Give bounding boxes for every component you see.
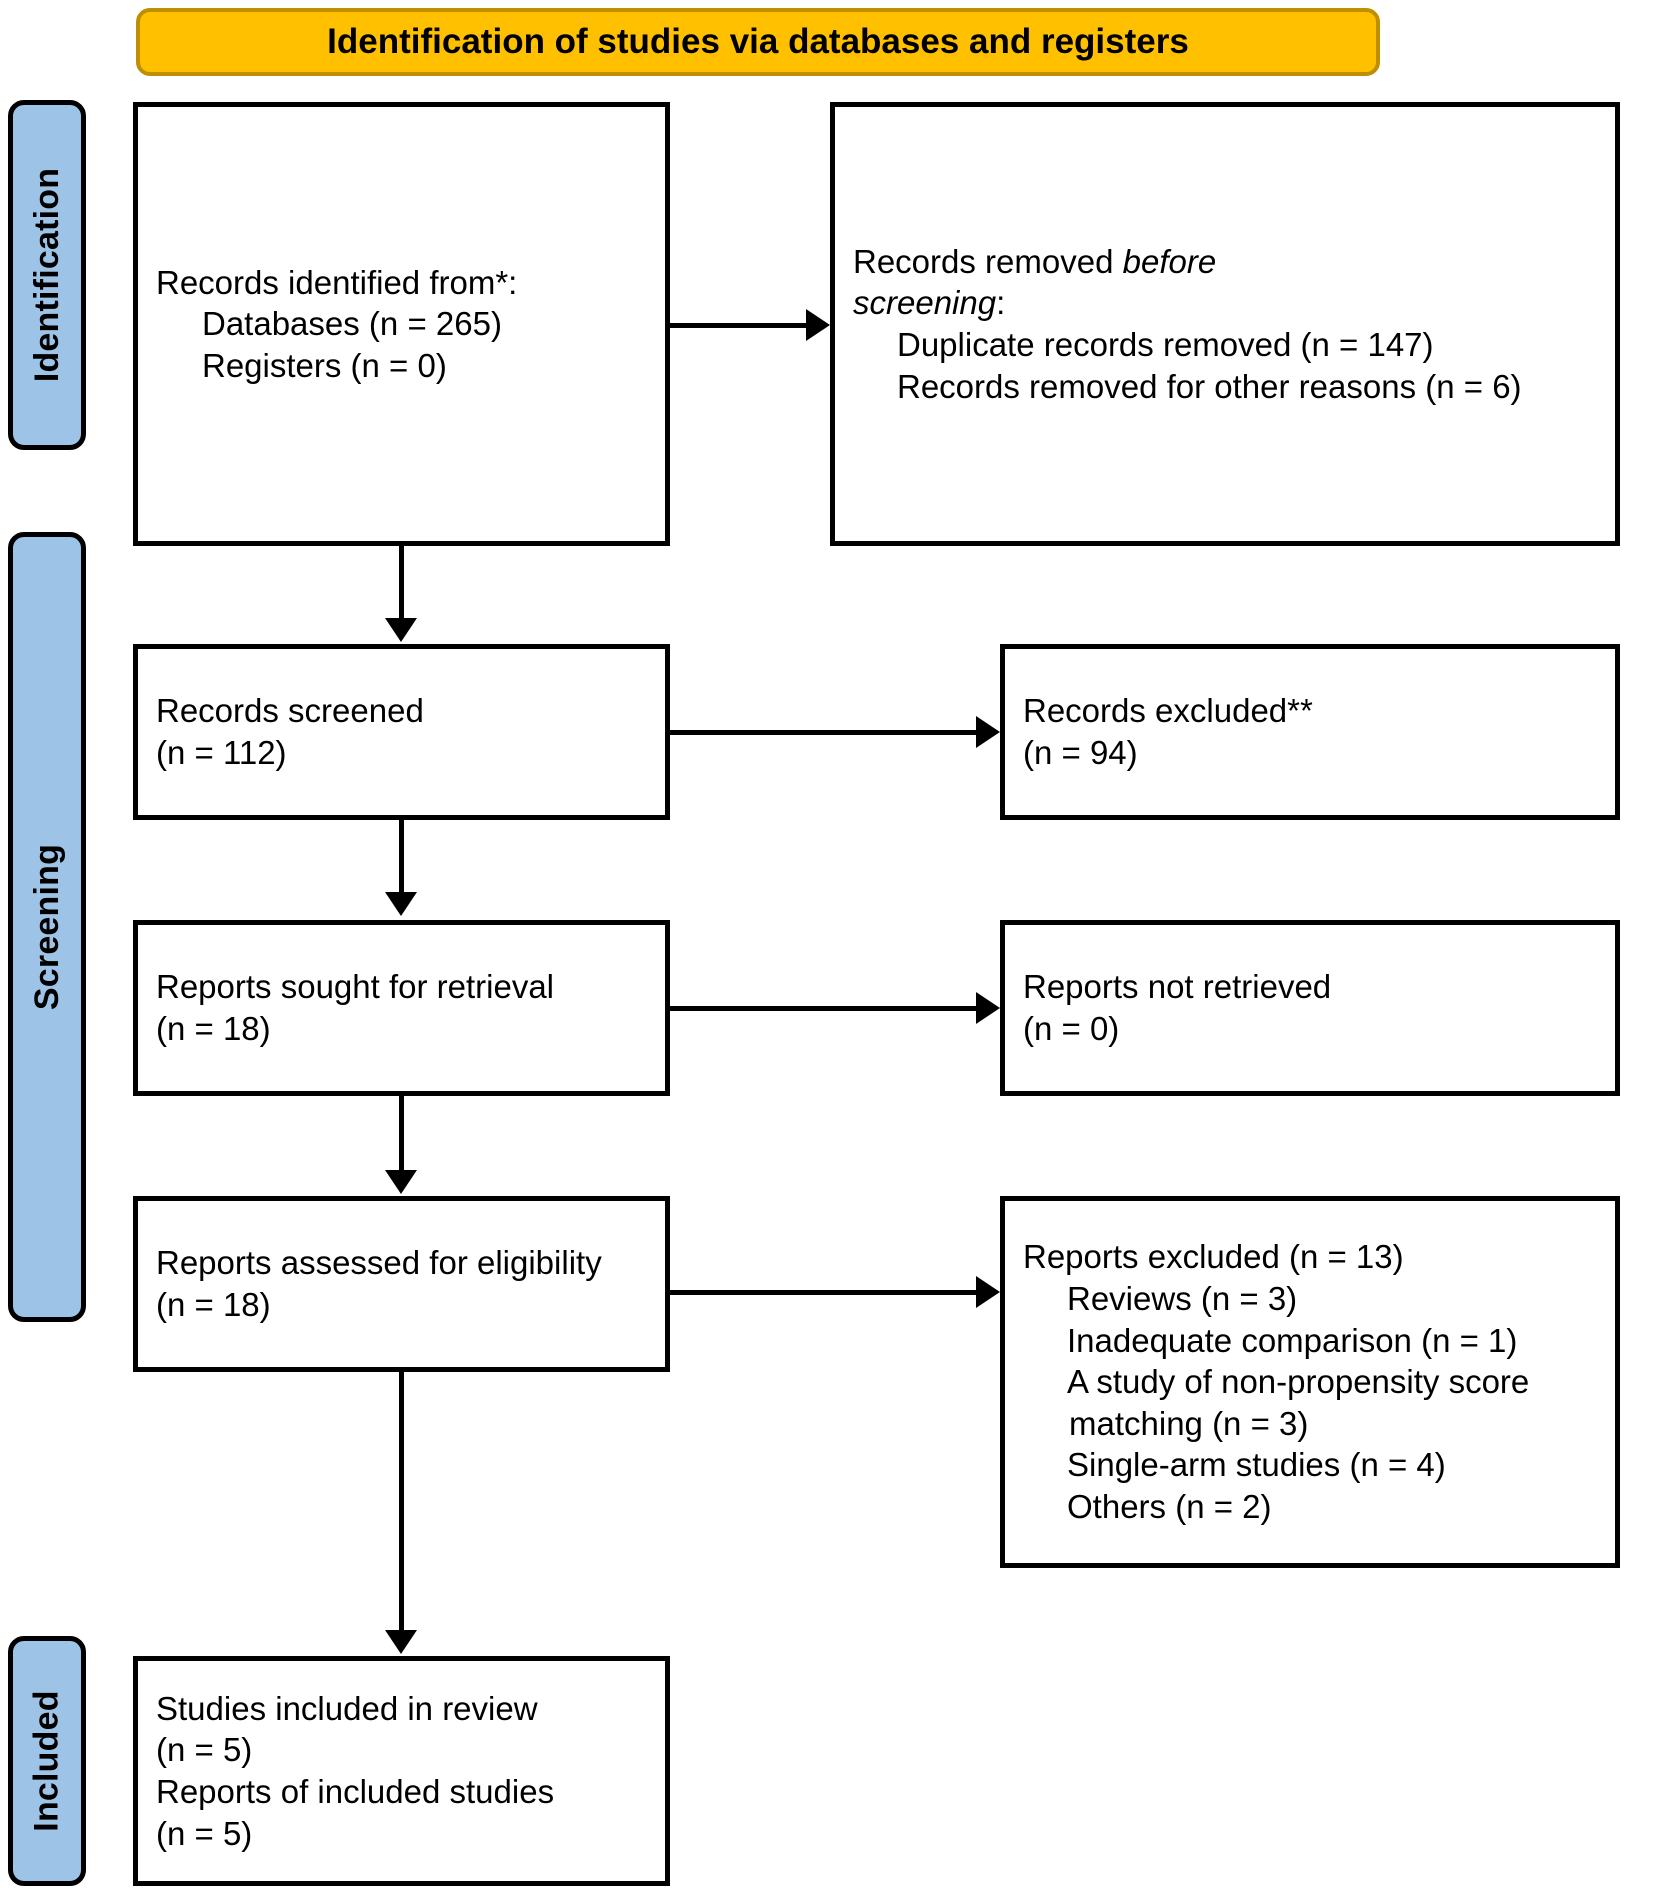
box-line: (n = 94) [1023,734,1138,771]
box-line: Records removed for other reasons (n = 6… [897,367,1522,405]
connector-sought-to-not-retrieved [670,1006,986,1011]
box-line: A study of non-propensity score matching… [1067,1363,1539,1442]
phase-bar-identification: Identification [8,100,86,450]
box-line: (n = 5) [156,1731,253,1769]
box-line: Registers (n = 0) [202,346,447,384]
box-line: (n = 112) [156,734,287,771]
box-line: Records screened [156,692,424,730]
box-line: Inadequate comparison (n = 1) [1067,1321,1518,1359]
box-line: Reports assessed for eligibility [156,1244,602,1282]
connector-assessed-to-excluded [670,1290,986,1295]
phase-label-screening: Screening [28,843,67,1011]
box-line: screening: [853,284,1006,322]
box-line: (n = 18) [156,1286,271,1323]
phase-label-identification: Identification [28,167,67,383]
box-line: Duplicate records removed (n = 147) [897,326,1434,363]
phase-bar-screening: Screening [8,532,86,1322]
box-line: Records identified from*: [156,263,518,301]
connector-screened-to-sought [399,820,404,896]
box-line: Reviews (n = 3) [1067,1280,1298,1318]
box-line: Reports of included studies [156,1773,555,1810]
section-header-identification: Identification of studies via databases … [136,8,1380,76]
box-reports-sought-for-retrieval: Reports sought for retrieval (n = 18) [133,920,670,1096]
arrowhead-assessed-to-included [385,1630,417,1654]
box-reports-not-retrieved: Reports not retrieved (n = 0) [1000,920,1620,1096]
box-records-removed-before-screening: Records removed before screening: Duplic… [830,102,1620,546]
arrowhead-identified-to-screened [385,618,417,642]
box-studies-included-in-review: Studies included in review (n = 5) Repor… [133,1656,670,1886]
box-line: (n = 18) [156,1010,271,1047]
box-records-identified: Records identified from*: Databases (n =… [133,102,670,546]
phase-bar-included: Included [8,1636,86,1886]
box-line: Studies included in review [156,1689,538,1727]
box-line: (n = 0) [1023,1010,1120,1047]
box-records-excluded: Records excluded** (n = 94) [1000,644,1620,820]
arrowhead-sought-to-assessed [385,1170,417,1194]
phase-label-included: Included [28,1690,67,1832]
box-line: Records excluded** [1023,692,1313,730]
arrowhead-identified-to-removed [806,309,830,341]
connector-identified-to-screened [399,546,404,622]
arrowhead-screened-to-excluded [976,716,1000,748]
connector-screened-to-excluded [670,730,986,735]
connector-assessed-to-included [399,1372,404,1634]
box-line: Others (n = 2) [1067,1487,1272,1525]
box-line: Reports sought for retrieval [156,968,555,1006]
box-line: Databases (n = 265) [202,305,502,343]
box-records-screened: Records screened (n = 112) [133,644,670,820]
arrowhead-screened-to-sought [385,892,417,916]
box-line: (n = 5) [156,1814,253,1852]
connector-identified-to-removed [670,323,816,328]
box-line: Single-arm studies (n = 4) [1067,1446,1446,1484]
arrowhead-sought-to-not-retrieved [976,992,1000,1024]
connector-sought-to-assessed [399,1096,404,1174]
box-reports-excluded-with-reasons: Reports excluded (n = 13) Reviews (n = 3… [1000,1196,1620,1568]
box-line: Reports excluded (n = 13) [1023,1238,1404,1276]
box-line: Reports not retrieved [1023,968,1332,1006]
box-line: Records removed before [853,242,1217,280]
box-reports-assessed-for-eligibility: Reports assessed for eligibility (n = 18… [133,1196,670,1372]
arrowhead-assessed-to-excluded [976,1276,1000,1308]
